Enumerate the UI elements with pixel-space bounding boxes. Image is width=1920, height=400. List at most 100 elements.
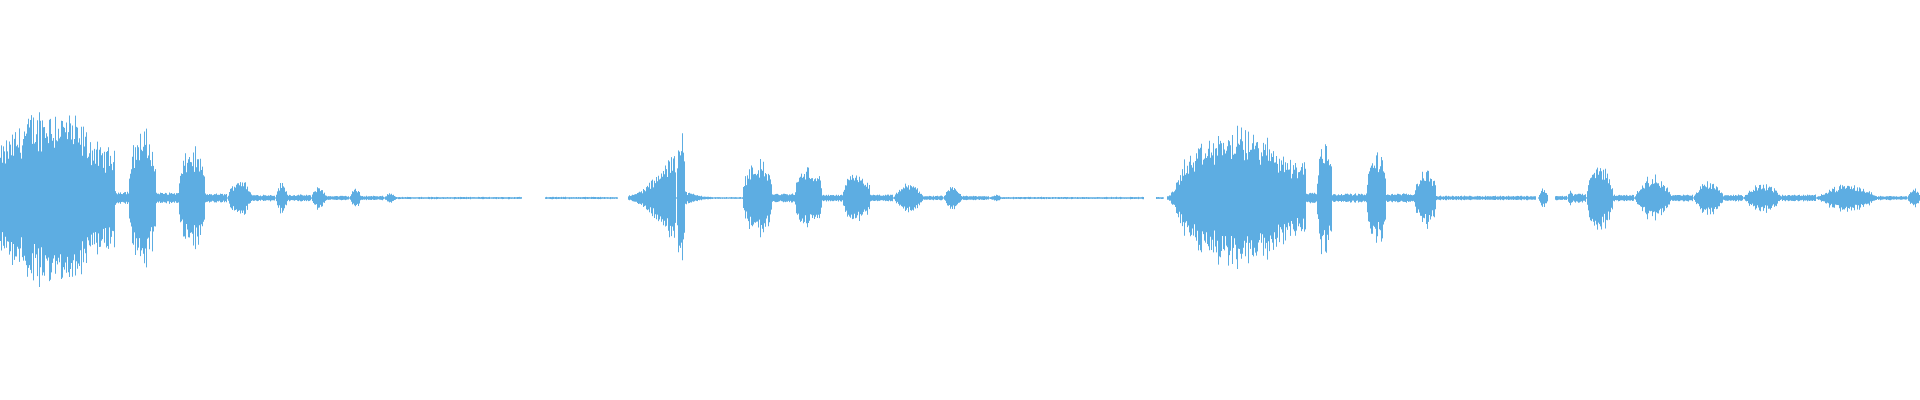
waveform-segment	[156, 192, 179, 204]
waveform-segment	[1332, 193, 1367, 203]
waveform-path	[943, 187, 962, 210]
waveform-path	[156, 192, 179, 204]
waveform-segment	[205, 193, 227, 203]
waveform-segment	[1386, 193, 1415, 203]
waveform-segment	[870, 194, 893, 202]
waveform-path	[129, 128, 156, 268]
waveform-path	[227, 182, 252, 215]
waveform-path	[252, 194, 275, 202]
waveform-segment	[962, 195, 989, 201]
waveform-path	[179, 146, 205, 250]
waveform-segment	[1907, 188, 1920, 208]
waveform-path	[893, 183, 924, 213]
waveform-path	[1332, 193, 1367, 203]
waveform-path	[349, 188, 361, 207]
waveform-segment	[227, 182, 252, 215]
waveform-path	[628, 156, 676, 238]
waveform-segment	[0, 112, 115, 287]
waveform-path	[989, 194, 1002, 202]
waveform-segment	[1634, 174, 1672, 221]
waveform-path	[1567, 190, 1574, 206]
waveform-path	[924, 195, 943, 201]
waveform-path	[1317, 144, 1332, 255]
waveform-segment	[1586, 167, 1613, 230]
waveform-path	[795, 167, 822, 228]
waveform-path	[396, 196, 522, 200]
waveform-path	[326, 195, 349, 201]
waveform-segment	[275, 183, 288, 214]
waveform-segment	[1002, 196, 1144, 200]
waveform-segment	[1415, 170, 1436, 229]
waveform-segment	[179, 146, 205, 250]
waveform-segment	[822, 194, 843, 202]
waveform-path	[772, 193, 795, 203]
waveform-segment	[396, 196, 522, 200]
waveform-path	[676, 133, 685, 261]
waveform-path	[115, 191, 129, 205]
waveform-segment	[1436, 195, 1536, 201]
waveform-path	[1367, 152, 1386, 243]
waveform-segment	[1693, 181, 1724, 215]
waveform-segment	[1672, 194, 1693, 202]
waveform-segment	[115, 191, 129, 205]
waveform-path	[288, 194, 311, 202]
waveform-segment	[1185, 125, 1306, 269]
waveform-path	[1306, 192, 1317, 204]
waveform-segment	[129, 128, 156, 268]
waveform-path	[545, 196, 618, 200]
waveform-segment	[1306, 192, 1317, 204]
waveform-segment	[628, 156, 676, 238]
waveform-segment	[893, 183, 924, 213]
waveform-segment	[1167, 159, 1185, 236]
waveform-segment	[1816, 184, 1878, 212]
waveform-path	[1907, 188, 1920, 208]
waveform-path	[1634, 174, 1672, 221]
waveform-path	[685, 191, 743, 205]
waveform-path	[1538, 188, 1548, 207]
waveform-segment	[1613, 194, 1634, 202]
waveform-segment	[685, 191, 743, 205]
waveform-path	[1816, 184, 1878, 212]
waveform-path	[1743, 184, 1782, 213]
waveform-path	[1672, 194, 1693, 202]
waveform-path	[1555, 195, 1567, 201]
waveform-segment	[1156, 197, 1164, 199]
waveform-segment	[1782, 194, 1816, 202]
waveform-path	[205, 193, 227, 203]
waveform-path	[1415, 170, 1436, 229]
waveform-segment	[1724, 194, 1743, 202]
waveform-segment	[743, 159, 772, 238]
waveform-path	[1574, 193, 1586, 203]
waveform-segment	[1317, 144, 1332, 255]
waveform-path	[743, 159, 772, 238]
waveform-segment	[1574, 193, 1586, 203]
waveform-path	[1185, 125, 1306, 269]
waveform-path	[1878, 195, 1907, 201]
waveform-path	[822, 194, 843, 202]
waveform-segment	[1367, 152, 1386, 243]
waveform-path	[1782, 194, 1816, 202]
waveform-segment	[843, 174, 870, 221]
waveform-segment	[288, 194, 311, 202]
waveform-segment	[545, 196, 618, 200]
waveform-segment	[252, 194, 275, 202]
waveform-segment	[1878, 195, 1907, 201]
waveform-path	[1156, 197, 1164, 199]
waveform-path	[275, 183, 288, 214]
waveform-path	[384, 193, 396, 203]
waveform-path	[1613, 194, 1634, 202]
waveform-segment	[676, 133, 685, 261]
waveform-segment	[349, 188, 361, 207]
waveform-segment	[943, 187, 962, 210]
waveform-segment	[361, 195, 384, 201]
waveform-path	[1386, 193, 1415, 203]
waveform-path	[1693, 181, 1724, 215]
waveform-path	[361, 195, 384, 201]
waveform-segment	[1743, 184, 1782, 213]
waveform-path	[1436, 195, 1536, 201]
waveform-path	[1586, 167, 1613, 230]
waveform-path	[843, 174, 870, 221]
waveform-segment	[795, 167, 822, 228]
